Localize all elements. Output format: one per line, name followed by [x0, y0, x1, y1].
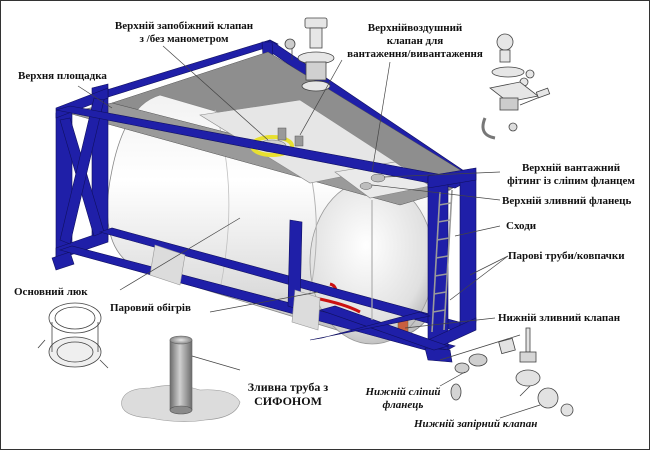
label-line: СИФОНОМ: [254, 394, 322, 408]
label-top-loading-fitting: Верхній вантажний фітинг із сліпим фланц…: [496, 162, 646, 188]
label-top-drain-flange: Верхній зливний фланець: [502, 195, 632, 207]
bottom-valve-sketch: [439, 327, 574, 417]
safety-valve-sketch: [284, 17, 335, 92]
label-line: Зливна труба з: [247, 380, 329, 394]
label-line: Верхнійвоздушний: [367, 22, 463, 34]
label-line: фітинг із сліпим фланцем: [507, 175, 635, 187]
ladder: [431, 189, 453, 333]
label-top-safety-valve: Верхній запобіжний клапан з /без маномет…: [100, 20, 268, 46]
label-line: з /без манометром: [139, 33, 229, 45]
label-steam-heating: Паровий обігрів: [110, 302, 191, 314]
label-line: Верхній вантажний: [521, 162, 621, 174]
label-steam-pipes: Парові труби/ковпачки: [508, 250, 625, 262]
label-siphon-pipe: Зливна труба з СИФОНОМ: [236, 380, 340, 408]
label-top-air-valve: Верхнійвоздушний клапан для вантаження/в…: [340, 22, 490, 61]
label-line: Нижній сліпий: [365, 386, 441, 398]
air-valve-sketch: [481, 33, 551, 140]
label-line: Верхній запобіжний клапан: [114, 20, 254, 32]
label-line: фланець: [382, 399, 424, 411]
saddles: [149, 244, 321, 331]
label-bottom-drain-valve: Нижній зливний клапан: [498, 312, 621, 324]
leader-lines: [77, 45, 541, 419]
label-line: вантаження/вивантаження: [347, 48, 483, 60]
label-bottom-blind-flange: Нижній сліпий фланець: [358, 386, 448, 412]
label-top-platform: Верхня площадка: [18, 70, 107, 82]
frame-front: [51, 83, 477, 363]
label-line: клапан для: [386, 35, 444, 47]
label-main-hatch: Основний люк: [14, 286, 88, 298]
label-ladder: Сходи: [506, 220, 537, 232]
main-hatch-sketch: [37, 302, 109, 369]
label-bottom-shutoff-valve: Нижній запірний клапан: [414, 418, 538, 430]
siphon-pipe-sketch: [121, 335, 241, 422]
